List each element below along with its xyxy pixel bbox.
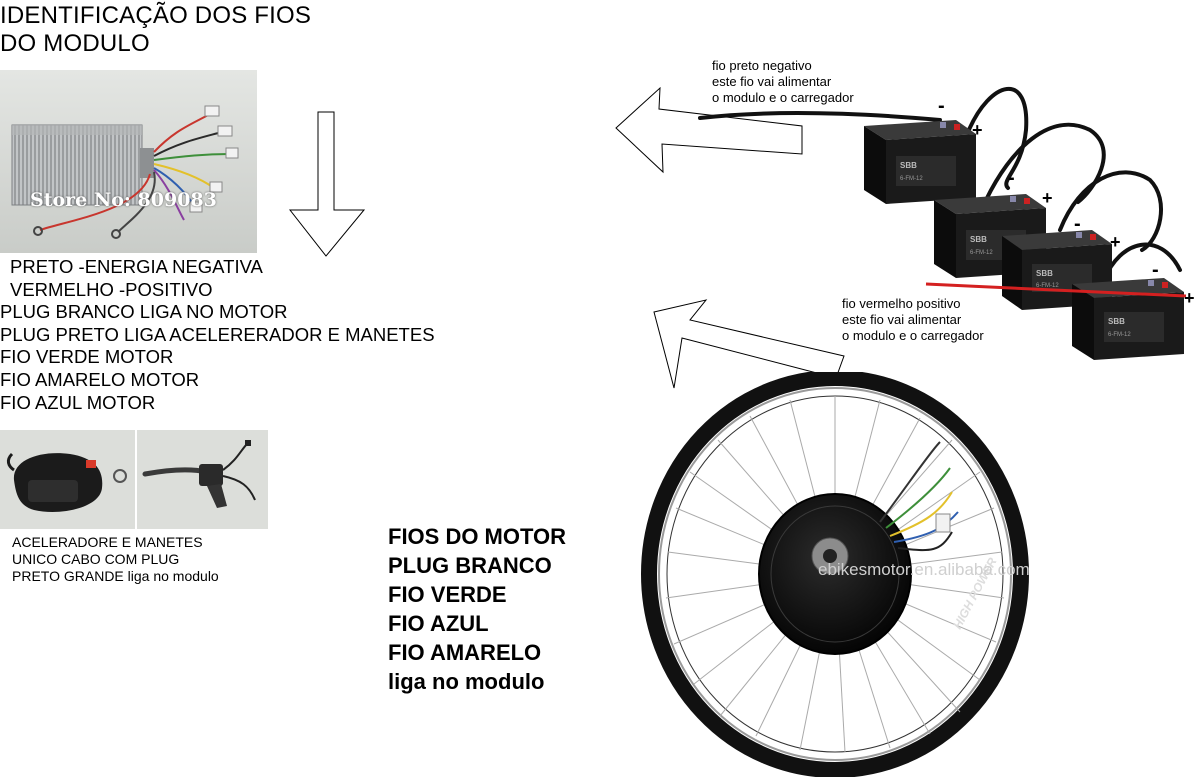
motor-text-line-3: FIO VERDE — [388, 582, 507, 607]
store-watermark: Store No: 809083 — [30, 189, 217, 211]
battery-4-model: 6-FM-12 — [1108, 332, 1131, 338]
battery-1-label — [896, 156, 956, 186]
legend-plug-branco: PLUG BRANCO LIGA NO MOTOR — [0, 301, 288, 323]
left-arrow-top — [615, 86, 803, 174]
battery-2-model: 6-FM-12 — [970, 250, 993, 256]
positive-wire-note: fio vermelho positivo este fio vai alime… — [842, 296, 984, 344]
motor-wires-text: FIOS DO MOTOR PLUG BRANCO FIO VERDE FIO … — [388, 522, 566, 696]
battery-4-plus: + — [1184, 288, 1195, 308]
title-line-1: IDENTIFICAÇÃO DOS FIOS — [0, 2, 312, 29]
legend-fio-amarelo: FIO AMARELO MOTOR — [0, 368, 200, 390]
throttle-illustration — [0, 430, 135, 529]
motor-text-line-6: liga no modulo — [388, 669, 545, 694]
positive-note-line-2: este fio vai alimentar — [842, 312, 962, 327]
positive-note-line-3: o modulo e o carregador — [842, 328, 984, 343]
controller-illustration — [0, 70, 257, 253]
accessories-caption: ACELERADORE E MANETES UNICO CABO COM PLU… — [12, 534, 219, 585]
hub-motor-wheel: HIGH POWER — [641, 372, 1029, 777]
battery-4-brand: SBB — [1108, 317, 1125, 326]
battery-3-model: 6-FM-12 — [1036, 283, 1059, 289]
battery-1-minus: - — [938, 95, 945, 117]
throttle-photo — [0, 430, 135, 529]
up-left-arrow — [653, 299, 845, 389]
battery-wiring — [698, 86, 1182, 282]
legend-fio-verde: FIO VERDE MOTOR — [0, 346, 174, 368]
accessories-line-1: ACELERADORE E MANETES — [12, 534, 203, 550]
battery-1-brand: SBB — [900, 161, 917, 170]
legend-plug-preto: PLUG PRETO LIGA ACELERERADOR E MANETES — [0, 323, 435, 345]
wire-legend: PRETO -ENERGIA NEGATIVA VERMELHO -POSITI… — [0, 256, 435, 414]
accessories-line-3: PRETO GRANDE liga no modulo — [12, 568, 219, 584]
accessories-line-2: UNICO CABO COM PLUG — [12, 551, 180, 567]
positive-note-line-1: fio vermelho positivo — [842, 296, 961, 311]
legend-vermelho: VERMELHO -POSITIVO — [10, 278, 213, 300]
negative-note-line-3: o modulo e o carregador — [712, 90, 854, 105]
negative-note-line-2: este fio vai alimentar — [712, 74, 832, 89]
battery-3-plus: + — [1110, 232, 1121, 252]
wheel-watermark: ebikesmotor.en.alibaba.com — [818, 560, 1030, 579]
battery-3-minus: - — [1074, 213, 1081, 235]
battery-2-minus: - — [1008, 167, 1015, 189]
negative-wire-note: fio preto negativo este fio vai alimenta… — [712, 58, 854, 106]
battery-2-plus: + — [1042, 188, 1053, 208]
battery-1-plus: + — [972, 120, 983, 140]
battery-4-minus: - — [1152, 259, 1159, 281]
motor-text-line-2: PLUG BRANCO — [388, 553, 552, 578]
battery-4: SBB 6-FM-12 — [1072, 278, 1184, 360]
battery-pack: SBB 6-FM-12 SBB 6-FM-12 SBB 6-FM-12 SBB … — [698, 86, 1195, 360]
motor-text-line-1: FIOS DO MOTOR — [388, 524, 567, 549]
battery-2-brand: SBB — [970, 235, 987, 244]
page-title: IDENTIFICAÇÃO DOS FIOS DO MODULO — [0, 2, 311, 58]
battery-1: SBB 6-FM-12 — [864, 120, 976, 204]
title-line-2: DO MODULO — [0, 30, 150, 57]
battery-4-label — [1104, 312, 1164, 342]
down-arrow — [288, 111, 366, 257]
red-positive-wire — [925, 282, 1187, 298]
controller-photo: Store No: 809083 — [0, 70, 257, 253]
negative-note-line-1: fio preto negativo — [712, 58, 812, 73]
motor-text-line-5: FIO AMARELO — [388, 640, 542, 665]
battery-1-model: 6-FM-12 — [900, 176, 923, 182]
brake-lever-photo — [137, 430, 268, 529]
legend-fio-azul: FIO AZUL MOTOR — [0, 391, 156, 413]
legend-preto: PRETO -ENERGIA NEGATIVA — [10, 256, 263, 277]
battery-3-brand: SBB — [1036, 269, 1053, 278]
brake-lever-illustration — [137, 430, 268, 529]
motor-text-line-4: FIO AZUL — [388, 611, 489, 636]
